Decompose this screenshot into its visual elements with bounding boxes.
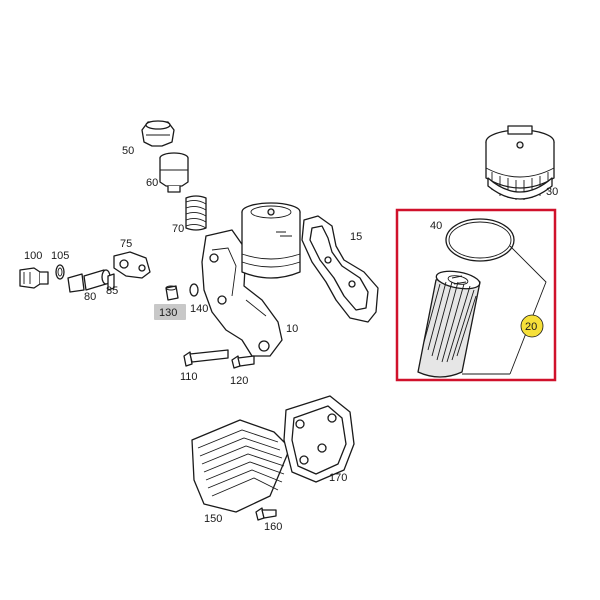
part-10-filter-housing[interactable]	[201, 202, 301, 357]
leader-20	[509, 245, 547, 375]
part-140-seal[interactable]	[189, 283, 199, 297]
callout-70: 70	[172, 223, 184, 235]
callout-60: 60	[146, 177, 158, 189]
callout-100: 100	[24, 250, 42, 262]
callout-140: 140	[190, 303, 208, 315]
callout-130: 130	[159, 307, 177, 319]
callout-85: 85	[106, 285, 118, 297]
callout-105: 105	[51, 250, 69, 262]
highlight-badge-20	[520, 314, 544, 338]
callout-75: 75	[120, 238, 132, 250]
part-40-oring[interactable]	[445, 218, 515, 262]
callout-40: 40	[430, 220, 442, 232]
callout-120: 120	[230, 375, 248, 387]
callout-110: 110	[180, 371, 198, 383]
part-130-plug[interactable]	[165, 285, 179, 301]
part-150-oil-cooler[interactable]	[191, 419, 291, 513]
part-20-filter-element[interactable]	[417, 268, 481, 378]
callout-20: 20	[525, 321, 537, 333]
part-110-bolt[interactable]	[183, 349, 229, 367]
callout-50: 50	[122, 145, 134, 157]
part-80-connector[interactable]	[67, 269, 111, 293]
part-15-gasket[interactable]	[301, 215, 379, 323]
callout-170: 170	[329, 472, 347, 484]
part-120-bolt[interactable]	[231, 355, 255, 369]
callout-80: 80	[84, 291, 96, 303]
callout-15: 15	[350, 231, 362, 243]
callout-150: 150	[204, 513, 222, 525]
part-70-spring[interactable]	[185, 195, 207, 231]
grey-tag-130	[154, 304, 186, 320]
callout-10: 10	[286, 323, 298, 335]
part-170-cooler-gasket[interactable]	[283, 395, 355, 483]
part-105-oring[interactable]	[55, 264, 65, 280]
part-75-bracket[interactable]	[113, 251, 151, 279]
part-100-sensor[interactable]	[19, 267, 49, 289]
part-60-valve[interactable]	[159, 152, 189, 193]
callout-30: 30	[546, 186, 558, 198]
part-160-screw[interactable]	[255, 507, 277, 521]
highlight-box	[395, 208, 557, 382]
part-30-filter-cap[interactable]	[485, 125, 555, 200]
part-85-pin[interactable]	[107, 273, 115, 291]
callout-160: 160	[264, 521, 282, 533]
part-50-cap[interactable]	[141, 120, 175, 147]
